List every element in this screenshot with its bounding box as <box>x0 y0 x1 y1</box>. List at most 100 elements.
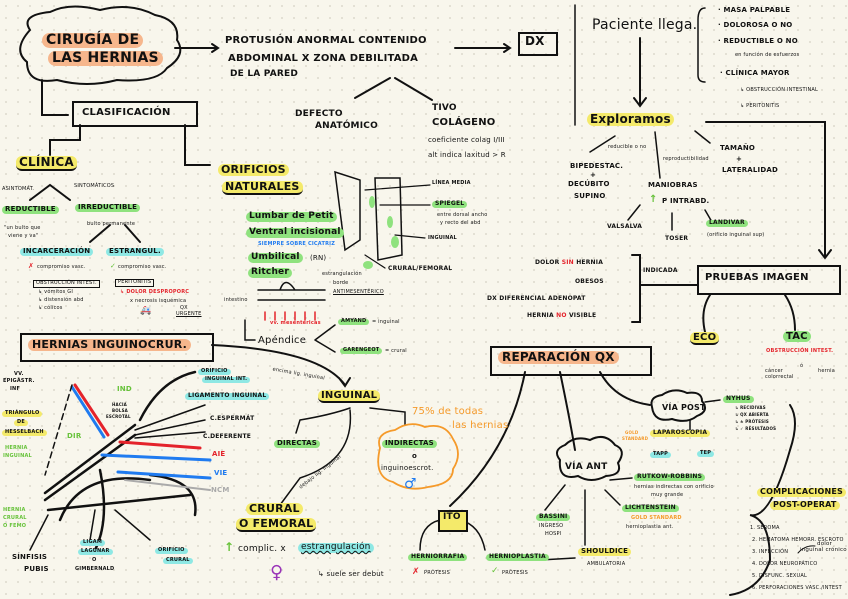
gold-2a: GOLD <box>625 430 639 435</box>
lich-2: hernioplastia ant. <box>626 524 674 530</box>
bullet-reductible: · REDUCTIBLE O NO <box>718 37 798 45</box>
dx-label: DX <box>525 34 545 48</box>
complicaciones-title-1: COMPLICACIONES <box>757 487 847 497</box>
peritonitis: ↳ PERITONITIS <box>740 103 780 109</box>
abdominal-wall-drawing <box>334 170 431 269</box>
indic-dolor: DOLOR SIN HERNIA <box>535 259 604 267</box>
inguinal-branches <box>279 407 406 506</box>
compromiso-1: compromiso vasc. <box>37 264 86 270</box>
ambulance-icon: 🚑 <box>140 306 152 316</box>
linea-media: LÍNEA MEDIA <box>432 180 471 186</box>
tivo-2: COLÁGENO <box>432 117 496 128</box>
bullet-masa: · MASA PALPABLE <box>718 6 791 14</box>
definition-line3: DE LA PARED <box>230 69 299 79</box>
tep: TEP <box>697 450 715 457</box>
bulto-1: "un bulto que <box>4 225 41 231</box>
arrow-explor-pruebas <box>705 121 832 260</box>
rutkow-1: hernias indirectas con orificio <box>634 484 714 490</box>
vv-mesentericas: vv. mesentéricas <box>270 320 321 326</box>
asintomatico: ASINTOMÁT. <box>2 186 35 192</box>
orificio-int-2: INGUINAL INT. <box>202 376 251 383</box>
lichtenstein: LICHTENSTEIN <box>622 504 679 512</box>
orificio-crural-1: ORIFICIO <box>155 547 188 554</box>
visible-text: VISIBLE <box>568 312 597 319</box>
female-icon: ♀ <box>270 562 284 583</box>
apendice: Apéndice <box>258 335 307 346</box>
landivar: LANDIVAR <box>706 219 748 227</box>
pruebas-branches <box>702 294 796 333</box>
definition-line1: PROTUSIÓN ANORMAL CONTENIDO <box>225 35 427 46</box>
estrang-1: estrangulación <box>322 271 362 277</box>
bolsa-3: ESCROTAL <box>106 414 131 419</box>
bolsa-2: BOLSA <box>112 408 128 413</box>
colag-1: coeficiente colag I/III <box>428 136 505 144</box>
tapp: TAPP <box>650 451 672 458</box>
sinfisis-1: SÍNFISIS <box>12 553 48 561</box>
garengeot-eq: = crural <box>385 348 407 354</box>
definition-line2: ABDOMINAL X ZONA DEBILITADA <box>228 53 419 64</box>
clasificacion-box <box>72 101 198 127</box>
gold-standard-1: GOLD STANDARD <box>631 515 682 521</box>
siempre-cicatriz: SIEMPRE SOBRE CICATRIZ <box>258 241 336 247</box>
title-line2: LAS HERNIAS <box>48 50 163 67</box>
complicacion-4: 4. DOLOR NEUROPÁTICO <box>752 561 818 567</box>
hernia-inguinal-2: INGUINAL <box>3 453 32 459</box>
indic-obesos: OBESOS <box>575 278 604 285</box>
ligamento-inguinal: LIGAMENTO INGUINAL <box>185 392 270 400</box>
o-label: ó <box>800 363 804 369</box>
orificio-ventral: Ventral incisional <box>246 227 344 238</box>
hernia-label: hernia <box>818 368 836 374</box>
nyhus-item-3: ↳ ± PRÓTESIS <box>735 419 770 424</box>
eco-label: ECO <box>690 332 720 345</box>
clinica-title: CLÍNICA <box>16 155 77 172</box>
rutkow-2: muy grande <box>651 492 684 498</box>
clinica-branches <box>29 183 141 243</box>
plus-1: + <box>590 171 597 179</box>
nyhus-item-1: ↳ RECIDIVAS <box>735 405 766 410</box>
hernia-text-2: HERNIA <box>527 312 554 319</box>
sintomaticos: SINTOMÁTICOS <box>74 183 115 189</box>
sin-text: SIN <box>561 259 574 266</box>
tri-3: HESSELBACH <box>2 429 47 436</box>
suele-debut: ↳ suele ser debut <box>318 570 384 578</box>
directas: DIRECTAS <box>274 439 321 448</box>
vv-epig-3: INF <box>10 386 21 392</box>
compromiso-2: compromiso vasc. <box>118 264 167 270</box>
nyhus: NYHUS <box>723 395 754 403</box>
check-icon: ✓ <box>110 262 117 270</box>
colag-2: alt indica laxitud > R <box>428 151 506 159</box>
irreductible: IRREDUCTIBLE <box>75 203 141 212</box>
orificio-crural-2: CRURAL <box>163 557 193 564</box>
plus-2: + <box>736 155 743 163</box>
hernia-text: HERNIA <box>576 259 604 266</box>
qx-2: URGENTE <box>176 311 202 317</box>
inguinocrur-box <box>20 333 214 362</box>
orificios-title-1: ORIFICIOS <box>218 163 289 177</box>
arrow-def-dx <box>454 43 512 53</box>
tri-1: TRIÁNGULO <box>2 410 43 417</box>
up-arrow-icon-2: ↑ <box>224 540 235 554</box>
bullet-dolorosa: · DOLOROSA O NO <box>718 21 793 29</box>
note-1: dolor <box>817 541 833 547</box>
lig-4: GIMBERNALD <box>75 566 115 572</box>
tac-obstruccion: OBSTRUCCIÓN INTEST. <box>766 348 834 354</box>
indic-no-visible: HERNIA NO VISIBLE <box>527 312 597 320</box>
antimesenterico: ANTIMESENTÉRICO <box>333 289 384 295</box>
complicacion-3: 3. INFECCIÓN <box>752 549 789 555</box>
hernia-crural-3: O FEMO <box>3 523 27 529</box>
apendice-branches <box>244 319 336 353</box>
vie-label: VIE <box>214 469 228 477</box>
hernia-crural-2: CRURAL <box>3 515 27 521</box>
lig-3: O <box>92 557 97 563</box>
pruebas-title: PRUEBAS IMAGEN <box>705 272 809 283</box>
explor-branches <box>589 130 713 231</box>
via-post: VÍA POST <box>662 403 706 412</box>
cancer-2: colorrectal <box>765 374 794 380</box>
reparacion-box <box>490 346 652 376</box>
tri-2: DE <box>14 419 28 426</box>
sinfisis-2: PUBIS <box>24 565 49 573</box>
complic: complic. x <box>238 544 286 554</box>
supino: SUPINO <box>574 192 606 200</box>
via-ant-branches <box>544 477 633 546</box>
crural-2: O FEMORAL <box>236 517 317 533</box>
